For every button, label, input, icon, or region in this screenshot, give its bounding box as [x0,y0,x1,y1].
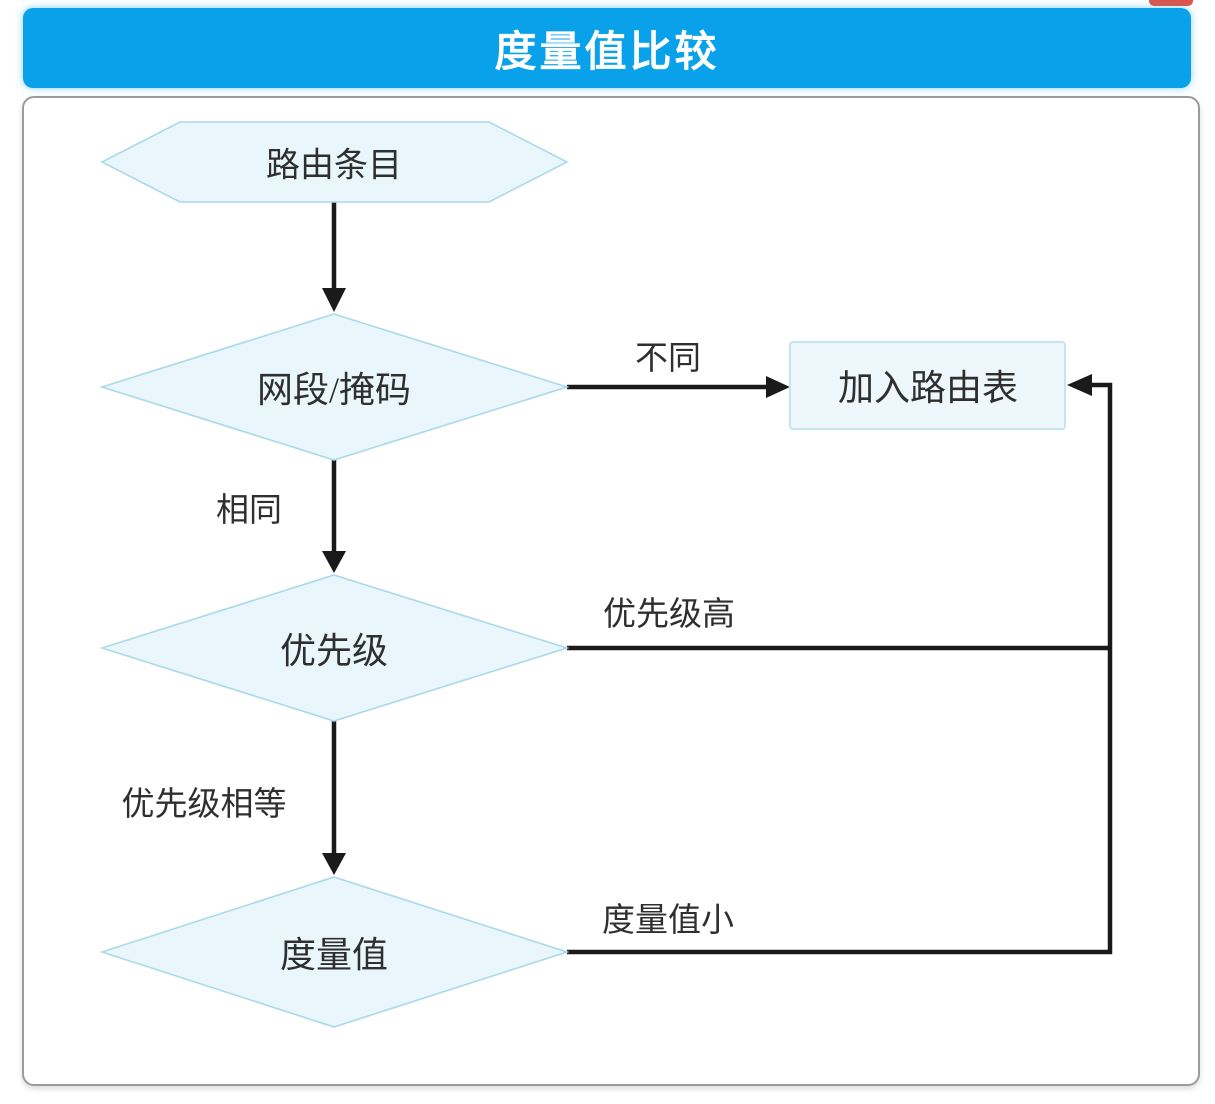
edge-label-different: 不同 [635,341,701,377]
title-bar: 度量值比较 [23,8,1191,88]
edge-label-metric-small: 度量值小 [602,903,734,939]
node-priority-diamond [99,574,570,722]
node-label-metric: 度量值 [279,935,389,975]
red-badge-fragment [1149,0,1193,6]
page-title: 度量值比较 [494,27,720,75]
edge-label-priority-equal: 优先级相等 [121,787,287,823]
node-label-route-entry: 路由条目 [266,147,402,185]
edge-metric-rail-to-table [567,382,1113,955]
flowchart-container: 路由条目 网段/掩码 加入路由表 优先级 度量值 不同 相同 优先级高 优先级相… [22,96,1200,1086]
arrowhead-down-1 [322,288,346,312]
node-label-priority: 优先级 [279,631,389,671]
node-label-network-mask: 网段/掩码 [256,370,412,410]
node-route-entry-hexagon [100,121,569,203]
arrowhead-down-3 [322,853,346,875]
flowchart-svg [99,121,1113,1028]
edge-label-same: 相同 [216,493,282,529]
edge-label-priority-high: 优先级高 [603,597,735,633]
node-metric-diamond [99,876,570,1028]
arrowhead-right-1 [766,376,790,398]
arrowhead-down-2 [322,551,346,573]
node-network-mask-diamond [99,313,570,461]
node-label-add-to-routing-table: 加入路由表 [837,368,1019,408]
arrowhead-left-into-table [1067,374,1092,396]
node-add-to-routing-table-rect [789,341,1066,430]
